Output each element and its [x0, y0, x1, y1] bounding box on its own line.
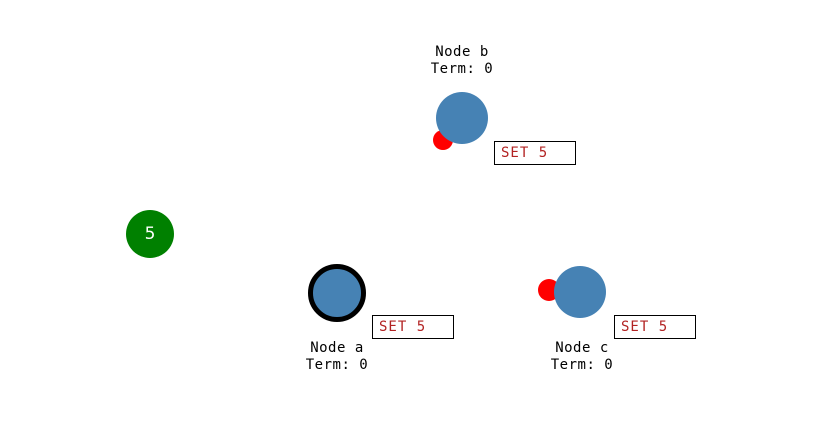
node-c-name: Node c — [555, 340, 609, 356]
node-b-name: Node b — [435, 44, 489, 60]
node-c-term: Term: 0 — [550, 357, 614, 373]
client-request-token[interactable]: 5 — [126, 210, 174, 258]
node-c-log-box[interactable]: SET 5 — [614, 315, 696, 339]
node-a-name: Node a — [310, 340, 364, 356]
node-c-circle[interactable] — [554, 266, 606, 318]
node-a-term: Term: 0 — [305, 357, 369, 373]
node-c-log-entry: SET 5 — [621, 319, 669, 335]
node-b-log-entry: SET 5 — [501, 145, 549, 161]
node-b-log-box[interactable]: SET 5 — [494, 141, 576, 165]
node-b-circle[interactable] — [436, 92, 488, 144]
node-a-circle[interactable] — [308, 264, 366, 322]
client-token-value: 5 — [144, 224, 156, 244]
node-a-log-entry: SET 5 — [379, 319, 427, 335]
node-a-log-box[interactable]: SET 5 — [372, 315, 454, 339]
node-b-term: Term: 0 — [430, 61, 494, 77]
